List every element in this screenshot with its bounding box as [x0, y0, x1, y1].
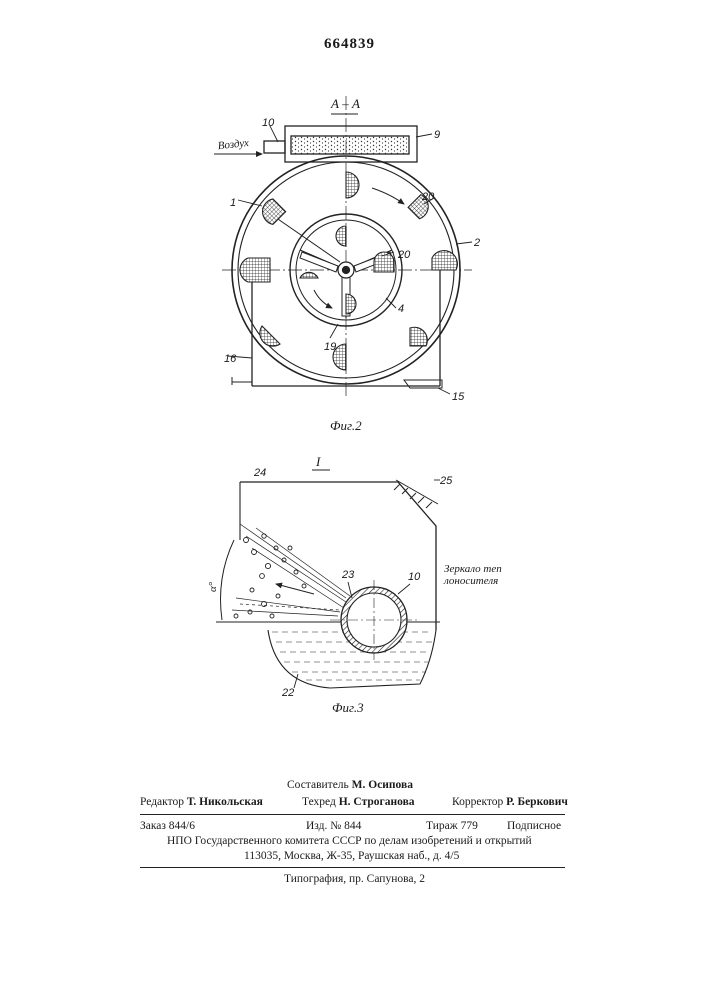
outlet-pipe	[404, 380, 442, 388]
numeral-24: 24	[253, 467, 266, 479]
angle-arc	[221, 540, 235, 620]
numeral-22: 22	[281, 687, 294, 699]
mirror-label-line2: лоносителя	[443, 575, 498, 587]
numeral-20-outer: 20	[421, 191, 435, 203]
compiler-line: Составитель М. Осипова	[287, 779, 413, 791]
vessel-wall	[240, 482, 436, 630]
techred-label: Техред	[302, 796, 336, 808]
techred-name: Н. Строганова	[339, 796, 415, 808]
numeral-25: 25	[439, 475, 453, 487]
corrector-label: Корректор	[452, 796, 503, 808]
subscription: Подписное	[507, 820, 561, 832]
alpha-label: α°	[207, 581, 219, 592]
imprint-rule-bottom	[140, 867, 565, 868]
air-label: Воздух	[217, 137, 249, 152]
mirror-label-line1: Зеркало теп	[444, 563, 502, 575]
filter-element	[291, 136, 409, 154]
numeral-2: 2	[473, 237, 480, 249]
compiler-label: Составитель	[287, 779, 349, 791]
corrector-line: Корректор Р. Беркович	[452, 796, 568, 808]
compiler-name: М. Осипова	[352, 779, 413, 791]
air-inlet-pipe	[264, 141, 285, 153]
imprint-rule-top	[140, 814, 565, 815]
section-label-a-a: А – А	[330, 96, 360, 111]
techred-line: Техред Н. Строганова	[302, 796, 415, 808]
numeral-10: 10	[408, 571, 421, 583]
numeral-10: 10	[262, 117, 275, 129]
figure-2: А – А Воздух	[214, 96, 480, 433]
order-number: Заказ 844/6	[140, 820, 195, 832]
editor-name: Т. Никольская	[187, 796, 263, 808]
edition-number: Изд. № 844	[306, 820, 361, 832]
organization: НПО Государственного комитета СССР по де…	[167, 835, 532, 847]
editor-line: Редактор Т. Никольская	[140, 796, 263, 808]
numeral-15: 15	[452, 391, 465, 403]
printing-house: Типография, пр. Сапунова, 2	[284, 873, 425, 885]
numeral-9: 9	[434, 129, 440, 141]
figure-2-caption: Фиг.2	[330, 418, 362, 433]
numeral-4: 4	[398, 303, 404, 315]
numeral-23: 23	[341, 569, 355, 581]
numeral-20-inner: 20	[397, 249, 411, 261]
numeral-16: 16	[224, 353, 237, 365]
view-label-i: I	[315, 454, 321, 469]
figure-3-caption: Фиг.3	[332, 700, 364, 715]
figure-3: I	[207, 454, 502, 715]
numeral-1: 1	[230, 197, 236, 209]
editor-label: Редактор	[140, 796, 184, 808]
circulation: Тираж 779	[426, 820, 478, 832]
numeral-19: 19	[324, 341, 336, 353]
corrector-name: Р. Беркович	[506, 796, 568, 808]
address: 113035, Москва, Ж-35, Раушская наб., д. …	[244, 850, 459, 862]
spray-rays	[232, 524, 350, 616]
